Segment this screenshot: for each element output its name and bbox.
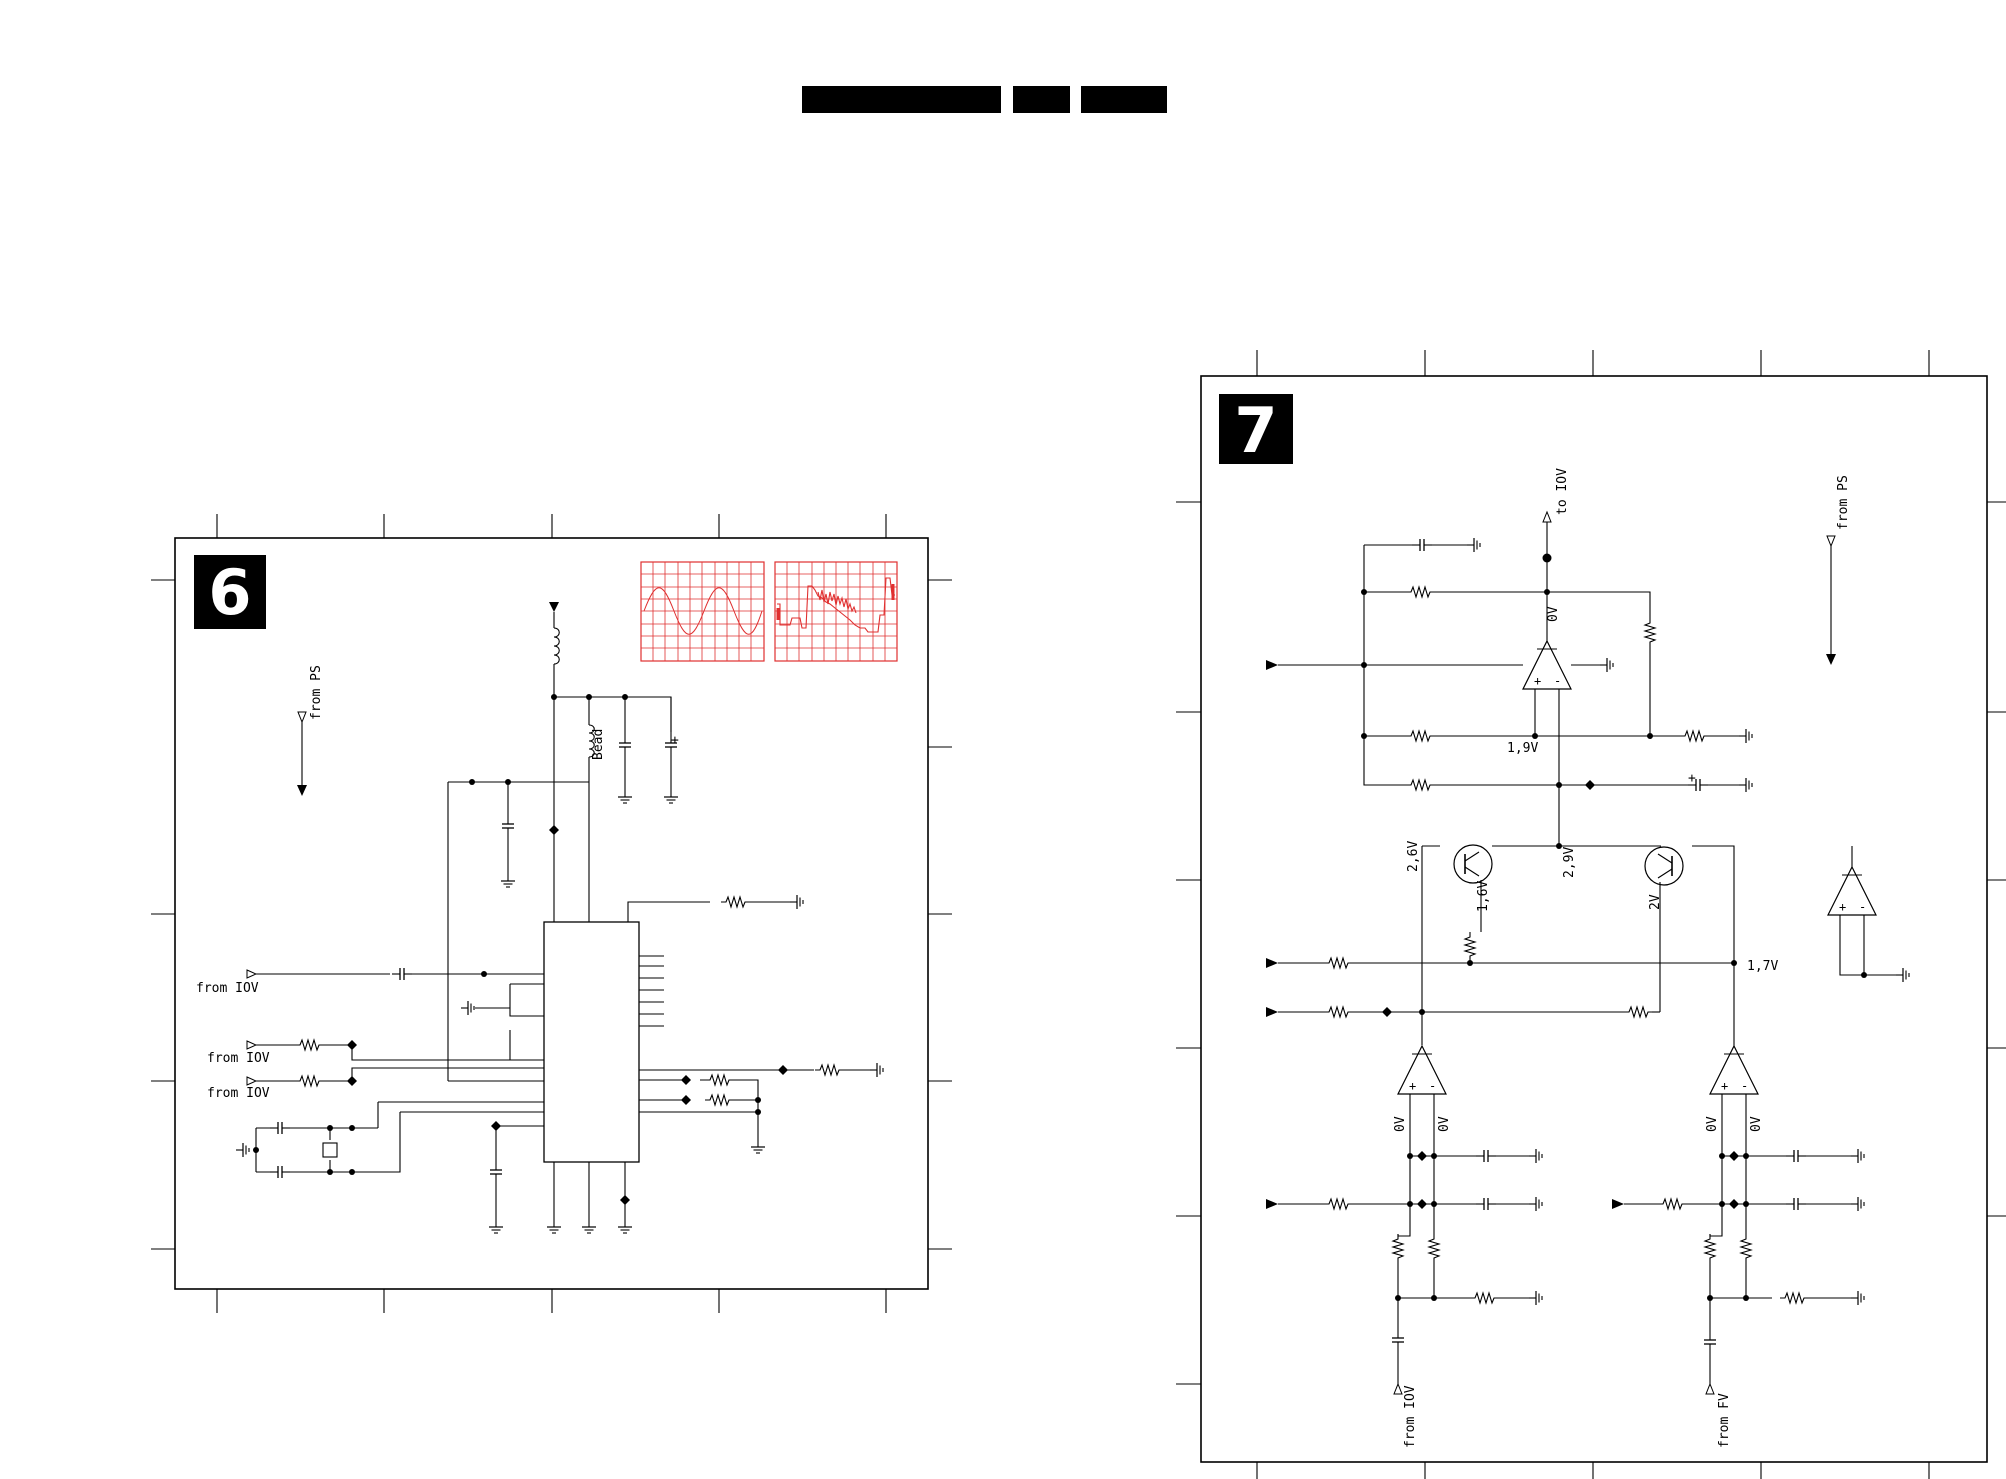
voltage-2-6v: 2,6V: [1406, 841, 1421, 872]
transistor-icon: [1644, 846, 1684, 886]
svg-text:+: +: [1688, 771, 1696, 786]
from-iov-label-1: from IOV: [196, 981, 259, 996]
voltage-2-9v: 2,9V: [1562, 847, 1577, 878]
arrow-down-icon: [1826, 535, 1836, 665]
voltage-0v-a: 0V: [1393, 1116, 1408, 1132]
voltage-0v-b: 0V: [1437, 1116, 1452, 1132]
voltage-1-7v: 1,7V: [1747, 959, 1778, 974]
panel-7-ruler: [1176, 350, 2006, 1479]
input-arrow-icon: [1266, 1199, 1278, 1209]
panel-7: 7 to IOV from PS 0V: [1176, 350, 2006, 1479]
scope-thumbnail-sine: [640, 561, 765, 662]
panel-6-from-ps-label: from PS: [309, 665, 324, 720]
panel-7-badge-label: 7: [1234, 394, 1277, 467]
voltage-0v-c: 0V: [1705, 1116, 1720, 1132]
panel-7-from-ps-label: from PS: [1836, 475, 1851, 530]
from-fv-label: from FV: [1717, 1393, 1732, 1448]
voltage-1-9v: 1,9V: [1507, 741, 1538, 756]
panel-6-badge-label: 6: [208, 556, 251, 629]
opamp-icon: [1709, 1045, 1759, 1095]
voltage-1-6v: 1,6V: [1476, 881, 1491, 912]
header-bars: [802, 86, 1167, 113]
from-iov-label-3: from IOV: [207, 1086, 270, 1101]
to-iov-label: to IOV: [1555, 468, 1570, 515]
panel-6-badge: [194, 555, 266, 629]
input-arrow-icon: [1266, 1007, 1278, 1017]
input-arrow-icon: [1612, 1199, 1624, 1209]
bead-label: Bead: [591, 729, 606, 760]
input-arrow-icon: [1266, 958, 1278, 968]
opamp-icon: [1397, 1045, 1447, 1095]
voltage-2v: 2V: [1648, 894, 1663, 910]
input-arrow-icon: [1266, 660, 1278, 670]
output-arrow-icon: [1542, 510, 1552, 523]
opamp-icon: [1827, 866, 1877, 916]
transistor-icon: [1453, 844, 1493, 884]
opamp-icon: [1522, 640, 1572, 690]
ic-decoder: [543, 921, 640, 1163]
panel-6: 6 from PS: [151, 514, 952, 1313]
inductor-icon: [549, 602, 560, 697]
scope-thumbnail-video: [774, 561, 898, 662]
svg-text:+: +: [671, 733, 679, 748]
voltage-0v-d: 0V: [1749, 1116, 1764, 1132]
panel-6-ruler: [151, 514, 952, 1313]
arrow-down-icon: [297, 711, 307, 796]
panel-7-badge: [1219, 394, 1293, 464]
from-iov-label: from IOV: [1403, 1385, 1418, 1448]
panel-7-frame: [1200, 375, 1988, 1463]
from-iov-label-2: from IOV: [207, 1051, 270, 1066]
voltage-0v-top: 0V: [1546, 606, 1561, 622]
